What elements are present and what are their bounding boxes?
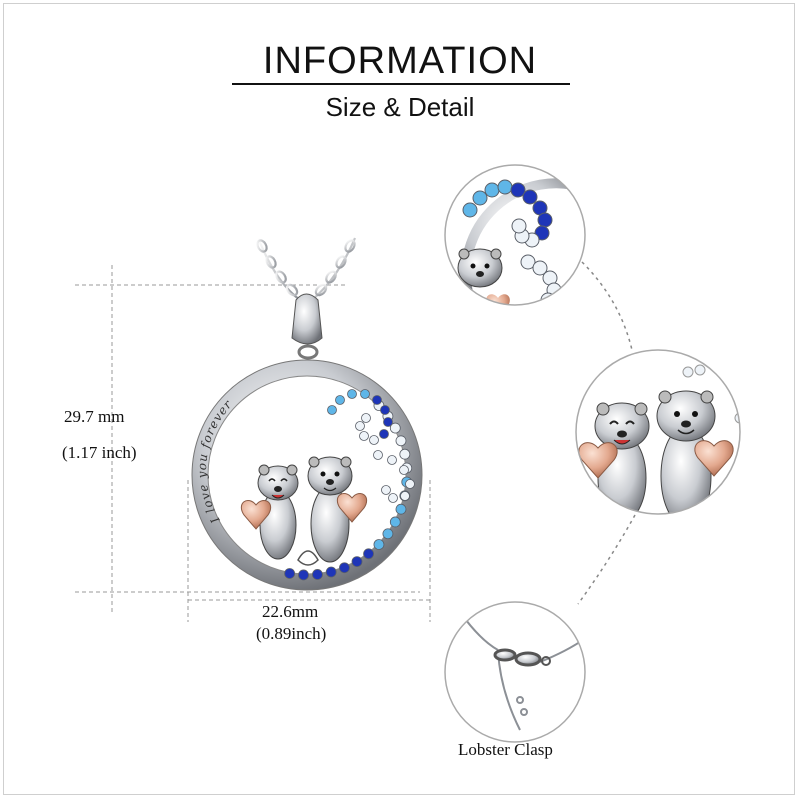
crystal-stone	[380, 405, 390, 415]
width-mm-label: 22.6mm	[262, 602, 319, 621]
crystal-stone	[381, 485, 391, 495]
crystal-stone	[372, 395, 382, 405]
crystal-stone	[395, 435, 407, 447]
crystal-stone	[383, 417, 393, 427]
crystal-stone	[388, 493, 398, 503]
detail-clasp-closeup	[444, 601, 586, 743]
crystal-stone	[389, 422, 401, 434]
detail-otters-closeup	[575, 349, 741, 515]
crystal-stone-closeup	[472, 190, 488, 206]
crystal-stone	[395, 503, 407, 515]
crystal-stone-closeup	[532, 260, 548, 276]
crystal-stone-closeup	[520, 254, 536, 270]
crystal-stone-closeup	[522, 189, 538, 205]
height-mm-label: 29.7 mm	[64, 407, 125, 426]
crystal-stone-closeup	[537, 212, 553, 228]
crystal-stone	[312, 569, 323, 580]
crystal-stone-closeup	[510, 182, 526, 198]
crystal-stone	[369, 435, 379, 445]
crystal-stone	[382, 528, 394, 540]
crystal-stone	[363, 548, 374, 560]
crystal-stone	[360, 389, 370, 399]
height-inch-label: (1.17 inch)	[62, 443, 137, 462]
crystal-stone-closeup	[462, 202, 478, 218]
crystal-stone	[399, 465, 409, 475]
crystal-stone	[351, 556, 363, 568]
height-guide	[75, 265, 420, 615]
necklace-chain	[256, 237, 357, 301]
crystal-stone	[399, 448, 411, 460]
crystal-stone-closeup	[511, 218, 527, 234]
crystal-stone	[359, 431, 369, 441]
crystal-stone	[400, 491, 410, 501]
pendant-bail	[291, 293, 323, 360]
crystal-stone	[379, 429, 389, 439]
crystal-stone	[361, 413, 371, 423]
crystal-stone	[387, 455, 397, 465]
width-guide	[187, 480, 431, 622]
page-subtitle: Size & Detail	[325, 92, 475, 122]
crystal-stone	[347, 389, 357, 399]
crystal-stone	[373, 539, 385, 550]
crystal-stone	[327, 405, 337, 415]
otter-pair-pendant	[240, 456, 368, 566]
crystal-stone	[355, 421, 365, 431]
crystal-stone	[405, 479, 415, 489]
crystal-stone-closeup	[484, 182, 500, 198]
crystal-stone	[298, 569, 309, 581]
detail-crystal-closeup	[444, 164, 586, 306]
crystal-stone	[389, 516, 401, 528]
crystal-stone-closeup	[540, 292, 556, 305]
page-title: INFORMATION	[262, 40, 538, 82]
image-border	[3, 3, 795, 795]
crystal-stone-closeup	[497, 179, 513, 195]
crystal-stone	[335, 395, 345, 405]
width-inch-label: (0.89inch)	[256, 624, 327, 643]
detail-connectors	[577, 261, 636, 605]
crystal-stone	[339, 562, 350, 574]
crystal-stone	[284, 568, 296, 579]
title-underline	[232, 83, 570, 85]
crystal-swirl	[284, 389, 415, 581]
clasp-label: Lobster Clasp	[458, 740, 553, 759]
crystal-stone	[325, 566, 337, 578]
crystal-stone	[373, 450, 383, 460]
